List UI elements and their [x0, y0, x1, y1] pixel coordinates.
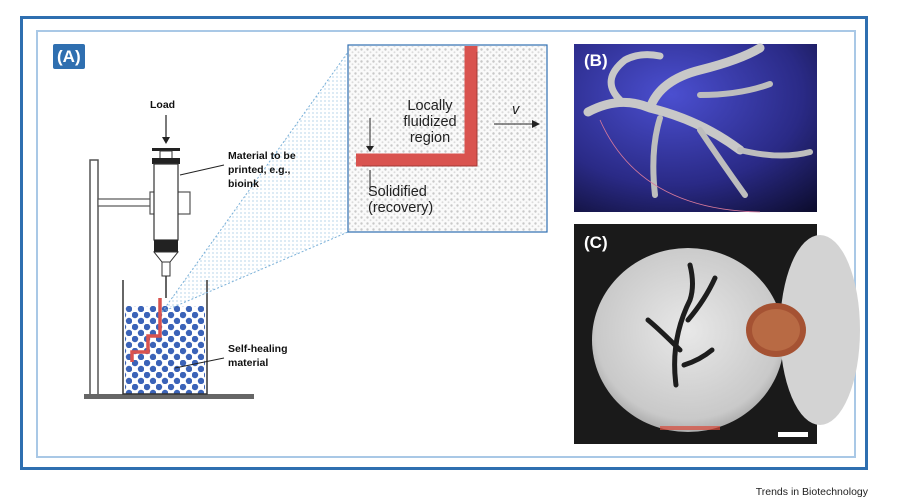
fluidized-label: Locally fluidized region	[390, 98, 470, 146]
panel-b-label: (B)	[584, 51, 608, 70]
solidified-line1: Solidified	[368, 184, 427, 200]
solidified-label: Solidified (recovery)	[368, 184, 433, 216]
selfheal-label-line1: Self-healing	[228, 343, 288, 355]
zoom-cone	[162, 52, 348, 312]
fluidized-line2: fluidized	[403, 114, 457, 130]
panel-a-label: (A)	[53, 44, 85, 69]
panel-c-dish-image	[574, 224, 860, 444]
material-label-line2: printed, e.g.,	[228, 164, 291, 176]
velocity-label: v	[512, 102, 520, 118]
figure-inner-frame	[36, 30, 856, 458]
inset-zoom	[347, 44, 548, 233]
panel-c-label: (C)	[584, 233, 608, 252]
selfheal-label-line2: material	[228, 357, 269, 369]
syringe	[152, 115, 180, 298]
material-label: Material to be printed, e.g., bioink	[228, 149, 296, 191]
fluidized-line1: Locally	[407, 98, 453, 114]
material-label-line3: bioink	[228, 178, 259, 190]
fluidized-line3: region	[409, 130, 451, 146]
panel-b-vessel-image	[574, 43, 817, 213]
figure-outer-frame	[20, 16, 868, 470]
load-label: Load	[150, 99, 176, 111]
material-pointer	[179, 164, 225, 176]
material-label-line1: Material to be	[228, 150, 296, 162]
selfheal-pointer	[174, 357, 225, 369]
beaker	[122, 280, 208, 395]
selfheal-label: Self-healing material	[228, 342, 288, 370]
journal-credit: Trends in Biotechnology	[755, 486, 868, 498]
solidified-line2: (recovery)	[368, 200, 434, 216]
